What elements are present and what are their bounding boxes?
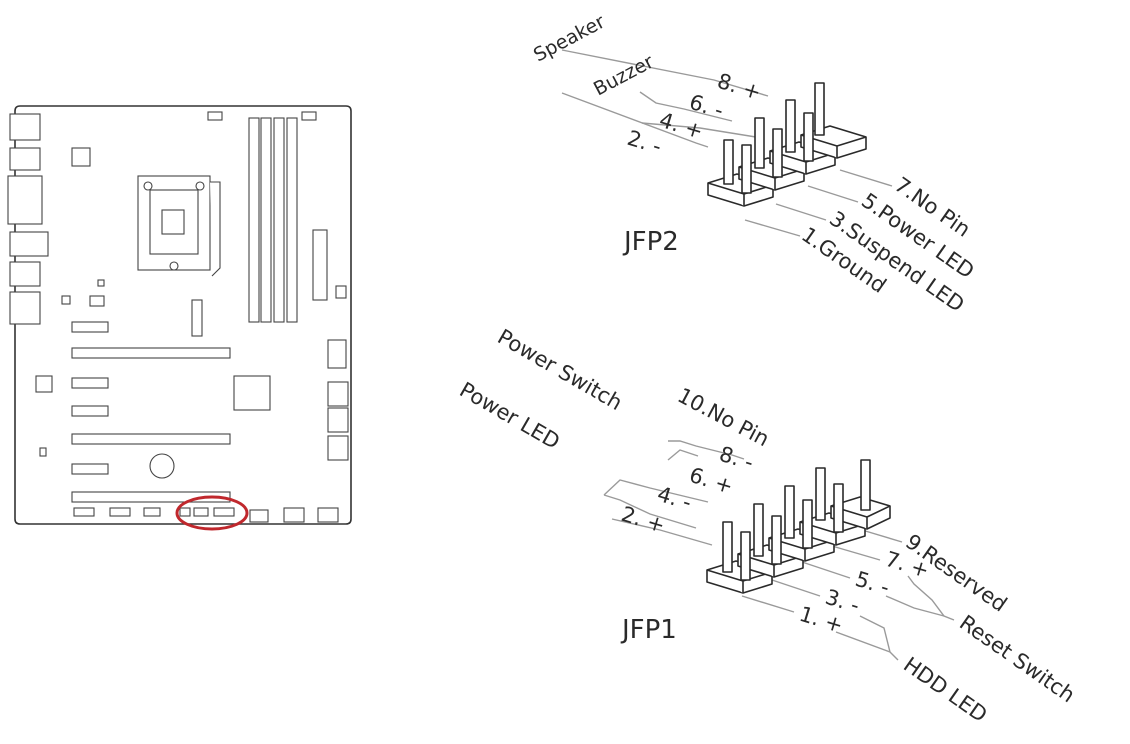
- jfp2-pins: [723, 82, 825, 194]
- jfp1-pin-4-label: 4. -: [655, 482, 695, 515]
- jfp2-leader-lines: [561, 49, 893, 237]
- jfp1-top-pin-labels: 10.No Pin 8. - 6. + 4. - 2. +: [619, 383, 774, 538]
- jfp1-group-power-switch: Power Switch: [494, 325, 627, 416]
- jfp1-title: JFP1: [620, 615, 677, 645]
- jfp1-pin-block-9: [830, 496, 891, 530]
- motherboard: [7, 105, 352, 525]
- pcie-slots: [71, 321, 231, 503]
- jfp2-group-speaker: Speaker: [530, 11, 609, 67]
- jfp2-connector: [707, 82, 867, 207]
- jfp1-pin-2-label: 2. +: [619, 502, 668, 538]
- jfp1-pins: [722, 459, 871, 581]
- front-panel-highlight-ellipse: [175, 495, 249, 531]
- cpu-socket: [137, 175, 221, 277]
- jfp1-pin-8-label: 8. -: [717, 442, 757, 475]
- jfp1-group-reset-switch: Reset Switch: [955, 610, 1079, 707]
- jfp1-group-hdd-led: HDD LED: [899, 652, 991, 727]
- dimm-slots: [248, 117, 298, 323]
- jfp1-group-power-led: Power LED: [456, 378, 564, 454]
- jfp1-leader-lines: [603, 440, 955, 661]
- bottom-headers: [73, 507, 339, 523]
- jfp2-bottom-pin-labels: 7.No Pin 5.Power LED 3.Suspend LED 1.Gro…: [797, 172, 978, 316]
- jfp1-connector: [706, 459, 891, 594]
- jfp2-title: JFP2: [622, 227, 679, 257]
